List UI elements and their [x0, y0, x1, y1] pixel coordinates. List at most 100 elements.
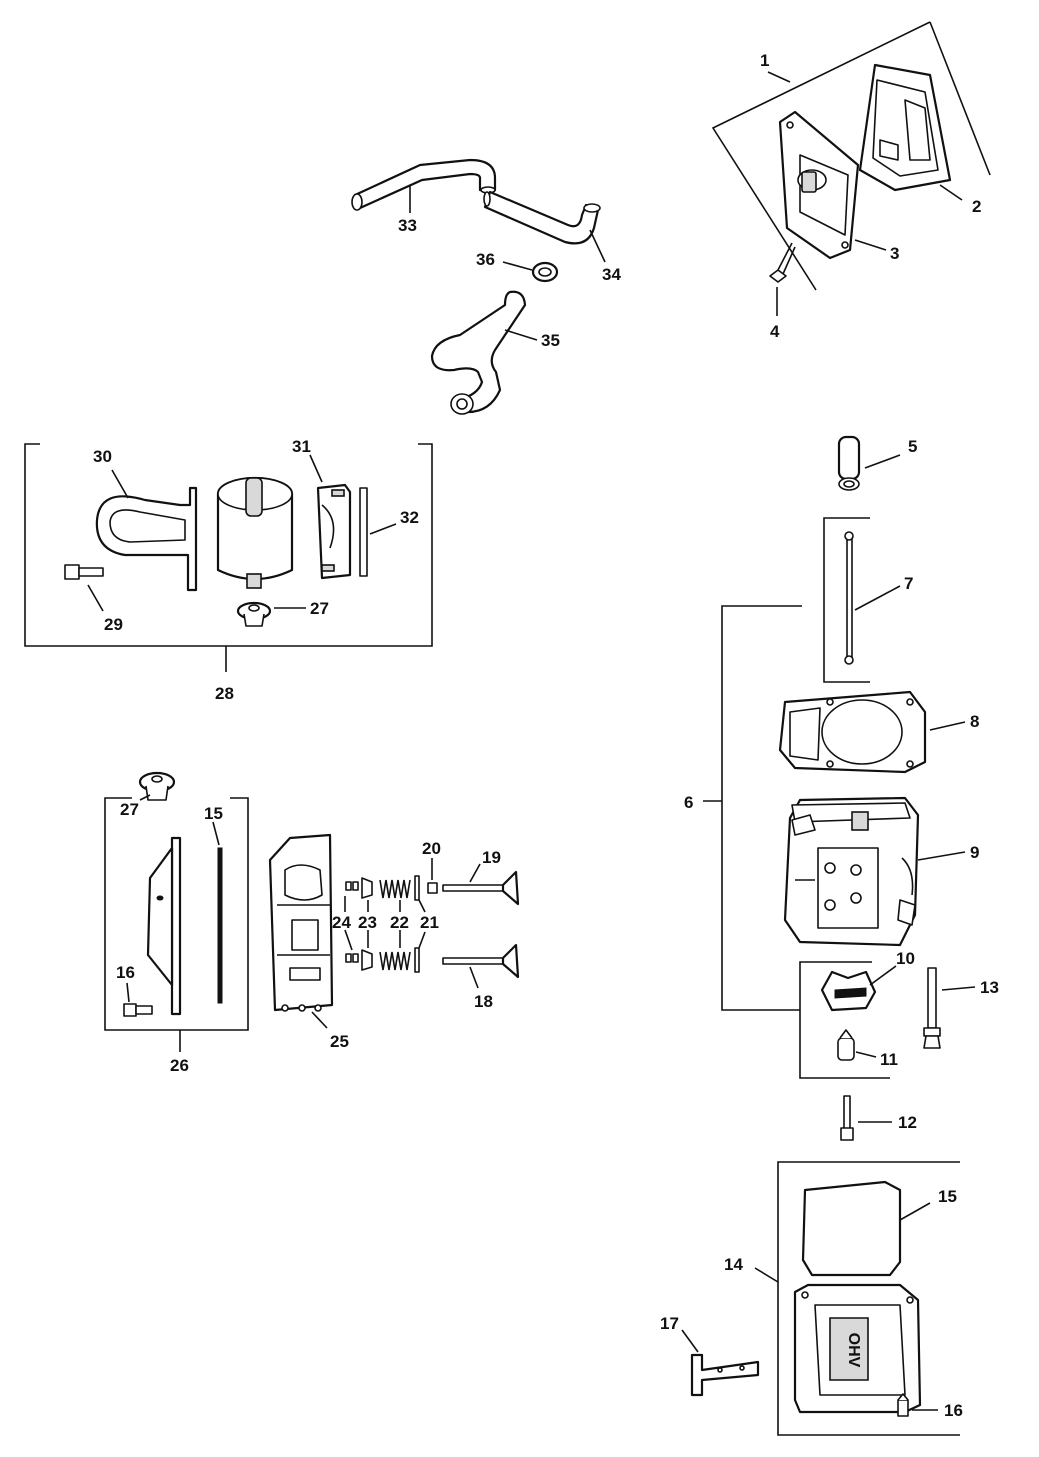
callout-31: 31	[292, 437, 311, 456]
callout-24: 24	[332, 913, 351, 932]
part-5-lifter	[837, 435, 861, 491]
part-33-breather-tube	[351, 158, 497, 211]
leader-3	[854, 239, 887, 251]
leader-8	[929, 721, 966, 731]
leader-17	[681, 1329, 699, 1353]
part-13-head-bolt	[923, 967, 941, 1049]
leader-32	[369, 523, 397, 535]
leader-34	[589, 229, 606, 263]
callout-4: 4	[770, 322, 780, 341]
group-bracket-6	[721, 605, 802, 1011]
valve-cover-side	[146, 836, 182, 1016]
leader-13	[941, 986, 976, 991]
part-30-mounting-bracket	[95, 486, 198, 592]
breather-cover-assembly	[711, 21, 991, 316]
leader-36	[502, 261, 533, 271]
part-24-valve-keepers	[345, 881, 359, 963]
part-15-cover-gasket	[801, 1180, 902, 1277]
part-3-breather-cover	[778, 110, 860, 260]
callout-11: 11	[880, 1050, 898, 1069]
callout-25: 25	[330, 1032, 349, 1051]
leader-2	[939, 184, 963, 201]
part-27-grommet-b	[138, 771, 176, 801]
callout-6: 6	[684, 793, 693, 812]
callout-21: 21	[420, 913, 439, 932]
left-valve-cover-assembly	[104, 771, 249, 1052]
callout-2: 2	[972, 197, 981, 216]
callout-10: 10	[896, 949, 915, 968]
callout-26: 26	[170, 1056, 189, 1075]
callout-22: 22	[390, 913, 409, 932]
callout-13: 13	[980, 978, 999, 997]
callout-19: 19	[482, 848, 501, 867]
part-16-cover-screw	[897, 1393, 909, 1417]
part-2-breather-gasket	[858, 63, 952, 192]
leader-10	[869, 965, 897, 986]
part-20-valve-cap	[427, 882, 438, 894]
part-31-retainer	[316, 483, 352, 580]
leader-15a	[212, 821, 220, 846]
callout-7: 7	[904, 574, 913, 593]
group-bracket-28	[24, 443, 433, 647]
callout-27b: 27	[120, 800, 139, 819]
part-4-screw	[769, 242, 796, 283]
separator-canister	[216, 476, 294, 589]
leader-24b	[344, 929, 353, 951]
leader-16a	[126, 982, 130, 1003]
part-23-spring-retainers	[361, 877, 373, 971]
leader-15b	[899, 1202, 931, 1221]
leader-19	[469, 863, 481, 883]
callout-23: 23	[358, 913, 377, 932]
group-bracket-14	[777, 1161, 960, 1436]
callout-12: 12	[898, 1113, 917, 1132]
leader-21b	[418, 931, 426, 949]
callout-1: 1	[760, 51, 769, 70]
callout-18: 18	[474, 992, 493, 1011]
leader-25	[311, 1011, 328, 1029]
leader-9	[917, 851, 966, 861]
callout-14: 14	[724, 1255, 743, 1274]
part-17-bracket	[690, 1353, 760, 1397]
part-7-push-rod	[844, 531, 854, 665]
valve-train-assembly	[268, 833, 520, 1029]
callout-33: 33	[398, 216, 417, 235]
part-21-valve-seals	[414, 875, 420, 973]
ohv-emboss: OHV	[845, 1333, 862, 1368]
callout-27a: 27	[310, 599, 329, 618]
group-bracket-1	[711, 21, 931, 291]
part-19-exhaust-valve	[442, 870, 520, 906]
leader-11	[855, 1051, 877, 1058]
leader-7	[854, 585, 901, 611]
callout-16a: 16	[116, 963, 135, 982]
leader-29	[87, 584, 104, 612]
callout-20: 20	[422, 839, 441, 858]
callout-16b: 16	[944, 1401, 963, 1420]
callout-28: 28	[215, 684, 234, 703]
callout-3: 3	[890, 244, 899, 263]
breather-hoses	[351, 158, 606, 415]
group-bracket-26	[104, 797, 249, 1031]
callout-9: 9	[970, 843, 979, 862]
callout-15b: 15	[938, 1187, 957, 1206]
part-15-gasket-left	[217, 847, 223, 1004]
part-12-stud	[840, 1095, 854, 1141]
group-bracket-10	[799, 961, 890, 1079]
group-bracket-7	[823, 517, 870, 683]
part-35-breather-elbow-hose	[430, 290, 527, 415]
callout-32: 32	[400, 508, 419, 527]
part-25-cylinder-head-side	[268, 833, 334, 1012]
leader-31	[309, 454, 323, 483]
part-27-grommet	[236, 601, 272, 627]
callout-30: 30	[93, 447, 112, 466]
part-14-valve-cover: OHV	[793, 1283, 922, 1414]
part-8-head-gasket	[778, 690, 927, 774]
part-32-gasket	[359, 487, 368, 577]
leader-30	[111, 469, 129, 499]
leader-27b	[139, 794, 151, 801]
part-36-hose-clamp	[531, 261, 559, 283]
callout-36: 36	[476, 250, 495, 269]
callout-5: 5	[908, 437, 917, 456]
leader-5	[864, 454, 901, 469]
leader-18	[469, 966, 479, 989]
